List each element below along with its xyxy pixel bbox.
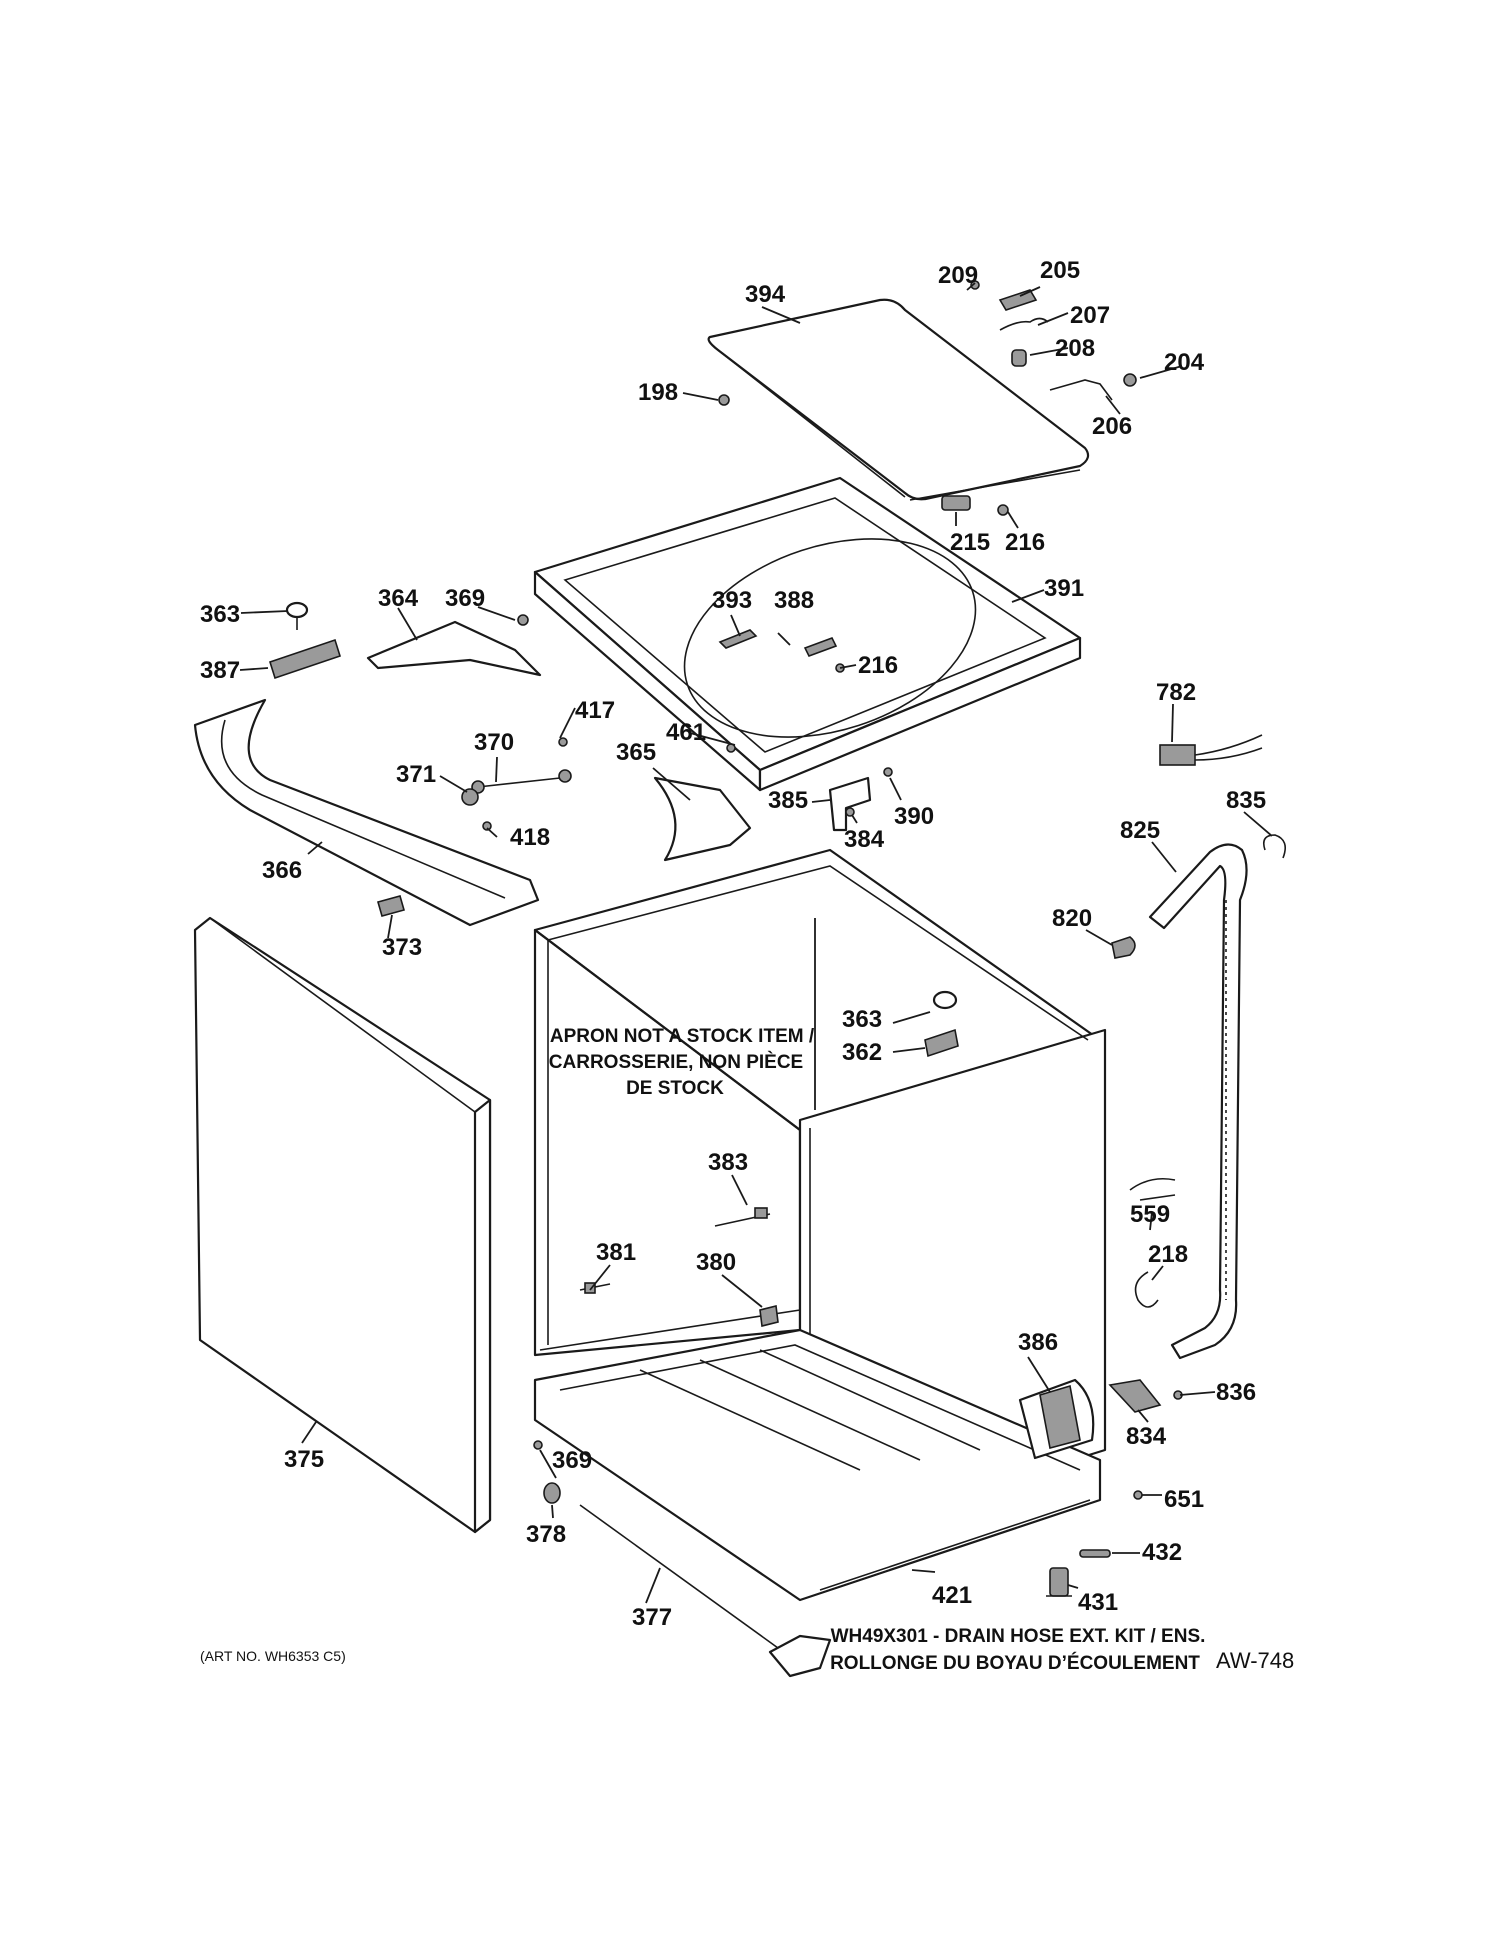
callout-198: 198 — [638, 379, 678, 406]
leader-lines — [239, 282, 1273, 1604]
art-number: (ART NO. WH6353 C5) — [200, 1648, 346, 1664]
callout-216-top: 216 — [1005, 529, 1045, 556]
callout-421: 421 — [932, 1582, 972, 1609]
top-cover-clips — [718, 629, 845, 673]
drain-kit-note-line-2: ROLLONGE DU BOYAU D’ÉCOULEMENT — [830, 1652, 1200, 1674]
callout-204: 204 — [1164, 349, 1205, 376]
drain-rod-parts — [533, 1440, 832, 1678]
callout-370: 370 — [474, 729, 514, 756]
callout-417: 417 — [575, 697, 615, 724]
base-part — [533, 1328, 1102, 1602]
callout-384: 384 — [844, 826, 885, 853]
callout-208: 208 — [1055, 335, 1095, 362]
callout-393: 393 — [712, 587, 752, 614]
callout-391: 391 — [1044, 575, 1084, 602]
callout-825: 825 — [1120, 817, 1160, 844]
callout-651: 651 — [1164, 1486, 1204, 1513]
leveling-parts — [1046, 1490, 1143, 1597]
apron-note-line-2: CARROSSERIE, NON PIÈCE — [549, 1051, 803, 1073]
apron-clips — [924, 990, 959, 1058]
callout-388: 388 — [774, 587, 814, 614]
callout-366: 366 — [262, 857, 302, 884]
callout-835: 835 — [1226, 787, 1266, 814]
apron-note-line-3: DE STOCK — [626, 1078, 724, 1099]
callout-394: 394 — [745, 281, 786, 308]
callout-369-upper: 369 — [445, 585, 485, 612]
back-bracket-part — [1018, 1378, 1095, 1460]
callout-206: 206 — [1092, 413, 1132, 440]
callout-387: 387 — [200, 657, 240, 684]
left-upper-braces — [269, 601, 542, 680]
drain-hose-part — [1148, 843, 1248, 1360]
callout-383: 383 — [708, 1149, 748, 1176]
callout-365: 365 — [616, 739, 656, 766]
apron-fasteners — [579, 1207, 779, 1327]
callout-461: 461 — [666, 719, 706, 746]
callout-362: 362 — [842, 1039, 882, 1066]
callout-378: 378 — [526, 1521, 566, 1548]
callout-209: 209 — [938, 262, 978, 289]
front-panel-part — [193, 916, 492, 1534]
callout-364: 364 — [378, 585, 419, 612]
callout-390: 390 — [894, 803, 934, 830]
callout-386: 386 — [1018, 1329, 1058, 1356]
apron-note: APRON NOT A STOCK ITEM / CARROSSERIE, NO… — [549, 1026, 815, 1099]
drawing-number: AW-748 — [1216, 1648, 1294, 1673]
callout-375: 375 — [284, 1446, 324, 1473]
apron-note-line-1: APRON NOT A STOCK ITEM / — [550, 1026, 815, 1047]
callout-385: 385 — [768, 787, 808, 814]
callout-216-cover: 216 — [858, 652, 898, 679]
callout-559: 559 — [1130, 1201, 1170, 1228]
callout-380: 380 — [696, 1249, 736, 1276]
callout-834: 834 — [1126, 1423, 1167, 1450]
lid-hinge-parts — [718, 280, 1137, 516]
callout-782: 782 — [1156, 679, 1196, 706]
callout-371: 371 — [396, 761, 436, 788]
callout-369-lower: 369 — [552, 1447, 592, 1474]
callout-377: 377 — [632, 1604, 672, 1631]
callout-363-apron: 363 — [842, 1006, 882, 1033]
callout-432: 432 — [1142, 1539, 1182, 1566]
drain-kit-note: WH49X301 - DRAIN HOSE EXT. KIT / ENS. RO… — [830, 1626, 1205, 1674]
callout-418: 418 — [510, 824, 550, 851]
callout-205: 205 — [1040, 257, 1080, 284]
callout-labels: 394 209 205 207 208 204 198 206 215 216 … — [200, 257, 1266, 1631]
callout-207: 207 — [1070, 302, 1110, 329]
callout-431: 431 — [1078, 1589, 1118, 1616]
harness-and-clamps — [1108, 734, 1286, 1413]
lid-part — [707, 298, 1090, 501]
hinge-rod-parts — [377, 737, 572, 917]
callout-218: 218 — [1148, 1241, 1188, 1268]
callout-836: 836 — [1216, 1379, 1256, 1406]
callout-215: 215 — [950, 529, 990, 556]
top-cover-part — [533, 476, 1082, 792]
drain-kit-note-line-1: WH49X301 - DRAIN HOSE EXT. KIT / ENS. — [831, 1626, 1206, 1647]
callout-381: 381 — [596, 1239, 636, 1266]
callout-820: 820 — [1052, 905, 1092, 932]
callout-373: 373 — [382, 934, 422, 961]
callout-363-upper: 363 — [200, 601, 240, 628]
side-rail-part — [193, 698, 540, 927]
